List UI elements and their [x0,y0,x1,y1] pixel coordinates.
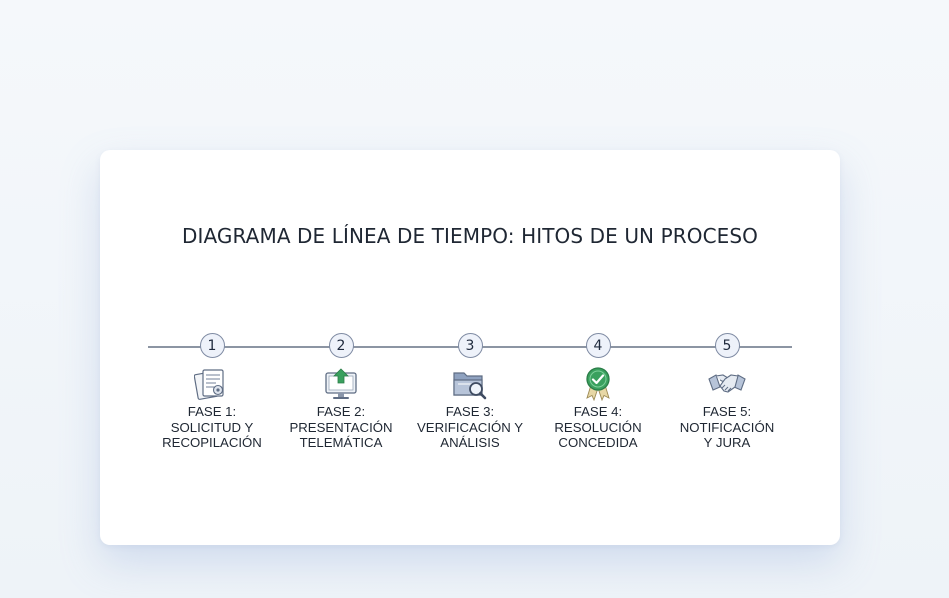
step-badge-5: 5 [714,333,740,358]
step-badge-1: 1 [199,333,225,358]
documents-icon [192,366,232,402]
step-badge-3: 3 [457,333,483,358]
milestone-3: 3 FASE 3: VERIFICACIÓN Y ANÁLISIS [395,333,545,451]
milestone-label-1: FASE 1: SOLICITUD Y RECOPILACIÓN [162,404,262,450]
milestone-label-4: FASE 4: RESOLUCIÓN CONCEDIDA [554,404,642,450]
monitor-upload-icon [321,366,361,402]
milestone-label-5: FASE 5: NOTIFICACIÓN Y JURA [679,404,775,450]
diagram-card: DIAGRAMA DE LÍNEA DE TIEMPO: HITOS DE UN… [100,150,840,545]
folder-search-icon [450,366,490,402]
handshake-icon [707,366,747,402]
diagram-title: DIAGRAMA DE LÍNEA DE TIEMPO: HITOS DE UN… [181,224,759,248]
step-badge-4: 4 [585,333,611,358]
award-check-icon [578,366,618,402]
milestone-2: 2 FASE 2: PRESENTACIÓN TELEMÁTICA [266,333,416,451]
milestone-label-3: FASE 3: VERIFICACIÓN Y ANÁLISIS [416,404,523,450]
milestone-5: 5 FASE 5: NOTIFICACIÓN Y JURA [652,333,802,451]
step-badge-2: 2 [328,333,354,358]
milestone-1: 1 FASE 1: SOLICITUD Y RECOPILACIÓN [137,333,287,451]
milestone-4: 4 FASE 4: RESOLUCIÓN CONCEDIDA [523,333,673,451]
milestone-label-2: FASE 2: PRESENTACIÓN TELEMÁTICA [289,404,393,450]
